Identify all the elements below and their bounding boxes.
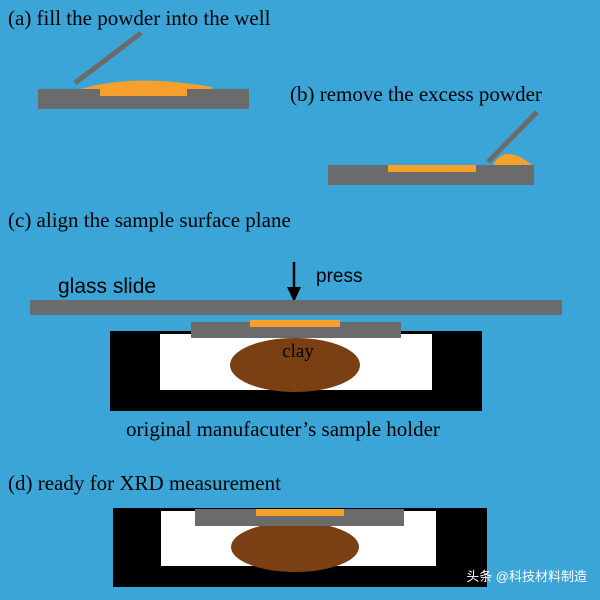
step-c-illustration: press glass slide clay original manufacu… (30, 262, 562, 441)
holder-label: original manufacuter’s sample holder (126, 417, 440, 441)
step-c-label: (c) align the sample surface plane (8, 208, 291, 232)
step-b-illustration (328, 110, 539, 185)
step-b-label: (b) remove the excess powder (290, 82, 542, 106)
sample-plate-a (38, 89, 249, 109)
step-a-label: (a) fill the powder into the well (8, 6, 271, 30)
sample-plate-b (328, 165, 534, 185)
powder-layer-c (250, 320, 340, 327)
clay-label: clay (282, 341, 314, 362)
powder-well-a (100, 89, 187, 96)
scraper-b (486, 110, 539, 164)
step-d-illustration (113, 508, 487, 587)
clay-mound-c (230, 338, 360, 392)
powder-well-b (388, 165, 476, 172)
press-arrow-icon (287, 287, 301, 302)
scraper-a (73, 31, 143, 85)
step-a-illustration (38, 31, 249, 109)
powder-heap-a (78, 80, 212, 90)
sample-plate-d (195, 509, 404, 526)
glass-slide-label: glass slide (58, 275, 156, 298)
excess-powder-b (493, 154, 532, 165)
glass-slide (30, 300, 562, 315)
watermark: 头条 @科技材料制造 (466, 569, 587, 584)
press-label: press (316, 266, 362, 287)
powder-layer-d (256, 509, 344, 516)
step-d-label: (d) ready for XRD measurement (8, 471, 281, 495)
sample-plate-c (191, 322, 401, 338)
clay-mound-d (231, 522, 359, 572)
